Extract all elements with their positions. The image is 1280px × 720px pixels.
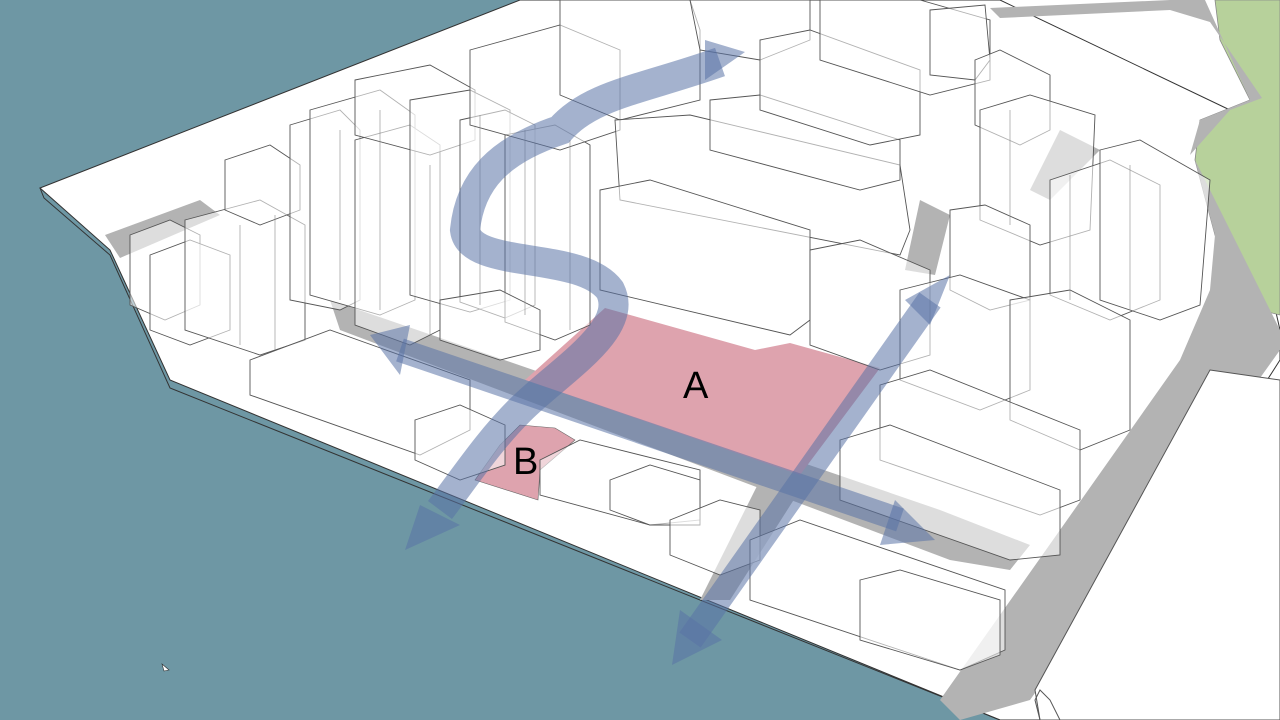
right-parcel: [1034, 369, 1280, 720]
arrow-icon: [672, 610, 722, 665]
arrow-icon: [405, 505, 460, 550]
arrow-icon: [705, 40, 745, 80]
boat-marker: [161, 663, 170, 672]
airflow-diagonal: [679, 292, 941, 648]
airflow-east-west: [396, 338, 904, 532]
arrow-icon: [905, 275, 950, 325]
zone-a-plaza: [525, 308, 880, 475]
zone-b-label: B: [513, 441, 538, 483]
airflow-arrows: [370, 40, 950, 665]
arrow-icon: [880, 500, 935, 545]
tower-detail-lines: [239, 110, 1131, 350]
river-water: [0, 0, 1000, 720]
zone-a-label: A: [683, 365, 709, 407]
arrow-icon: [370, 325, 410, 375]
airflow-s-curve: [427, 47, 725, 519]
